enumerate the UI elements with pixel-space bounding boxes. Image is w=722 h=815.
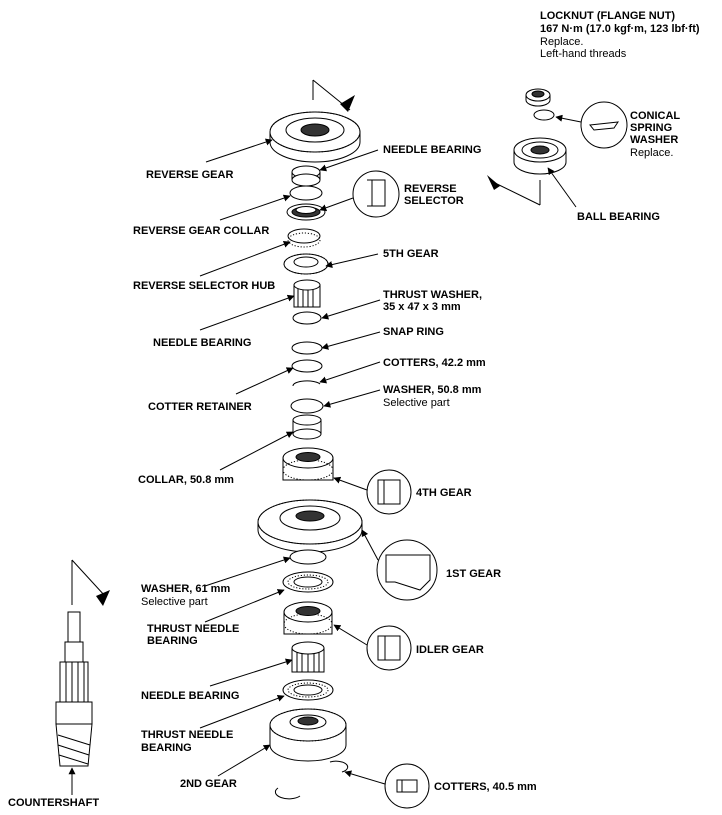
locknut <box>525 88 551 107</box>
fourth-gear <box>282 447 334 481</box>
label-cotters-42: COTTERS, 42.2 mm <box>383 357 486 369</box>
thrust-needle-bearing-upper <box>282 571 334 593</box>
label-thrust-needle-1a: THRUST NEEDLE <box>147 623 239 635</box>
cotters-40-5-right <box>329 760 349 773</box>
label-washer-61-selective: Selective part <box>141 596 208 608</box>
label-thrust-needle-1b: BEARING <box>147 635 198 647</box>
reverse-gear <box>269 111 361 163</box>
label-washer-61: WASHER, 61 mm <box>141 583 230 595</box>
callout-4th-gear <box>333 469 412 515</box>
label-needle-bearing-low: NEEDLE BEARING <box>141 690 239 702</box>
needle-bearing-low <box>291 641 325 673</box>
label-needle-bearing-mid: NEEDLE BEARING <box>153 337 251 349</box>
leader-lines <box>68 138 577 795</box>
label-fifth-gear: 5TH GEAR <box>383 248 439 260</box>
needle-bearing-mid <box>293 279 321 308</box>
label-reverse-selector-1: REVERSE <box>404 183 457 195</box>
label-locknut-title: LOCKNUT (FLANGE NUT) <box>540 10 675 22</box>
label-cotters-40-5: COTTERS, 40.5 mm <box>434 781 537 793</box>
fifth-gear <box>283 253 329 275</box>
countershaft-part <box>55 559 110 767</box>
label-washer-50-8-selective: Selective part <box>383 397 450 409</box>
idler-gear <box>283 601 333 635</box>
label-snap-ring: SNAP RING <box>383 326 444 338</box>
label-conical-3: WASHER <box>630 134 678 146</box>
label-first-gear: 1ST GEAR <box>446 568 501 580</box>
cotters-42 <box>292 380 321 387</box>
labels: LOCKNUT (FLANGE NUT) 167 N·m (17.0 kgf·m… <box>8 10 700 809</box>
label-conical-1: CONICAL <box>630 110 680 122</box>
axis-arrow-right <box>487 175 541 206</box>
thrust-needle-bearing-lower <box>282 679 334 701</box>
label-thrust-washer-1: THRUST WASHER, <box>383 289 482 301</box>
label-needle-bearing-top: NEEDLE BEARING <box>383 144 481 156</box>
thrust-washer <box>292 311 322 325</box>
label-countershaft: COUNTERSHAFT <box>8 797 99 809</box>
washer-50-8 <box>290 398 324 414</box>
callout-reverse-selector <box>319 170 400 218</box>
label-fourth-gear: 4TH GEAR <box>416 487 472 499</box>
cotter-retainer <box>291 359 323 373</box>
label-thrust-needle-2b: BEARING <box>141 742 192 754</box>
ball-bearing <box>513 137 567 175</box>
label-conical-replace: Replace. <box>630 147 673 159</box>
label-locknut-torque: 167 N·m (17.0 kgf·m, 123 lbf·ft) <box>540 23 700 35</box>
callout-1st-gear <box>361 529 438 601</box>
label-reverse-selector-2: SELECTOR <box>404 195 464 207</box>
label-second-gear: 2ND GEAR <box>180 778 237 790</box>
callout-idler-gear <box>333 624 412 671</box>
label-reverse-selector-hub: REVERSE SELECTOR HUB <box>133 280 275 292</box>
callout-conical-washer <box>555 101 628 149</box>
snap-ring <box>291 341 323 355</box>
first-gear <box>257 499 363 553</box>
label-locknut-threads: Left-hand threads <box>540 48 627 60</box>
label-reverse-gear-collar: REVERSE GEAR COLLAR <box>133 225 269 237</box>
label-washer-50-8: WASHER, 50.8 mm <box>383 384 482 396</box>
label-collar-50-8: COLLAR, 50.8 mm <box>138 474 234 486</box>
reverse-selector-hub <box>287 228 321 248</box>
label-locknut-replace: Replace. <box>540 36 583 48</box>
label-thrust-washer-2: 35 x 47 x 3 mm <box>383 301 461 313</box>
label-ball-bearing: BALL BEARING <box>577 211 660 223</box>
label-cotter-retainer: COTTER RETAINER <box>148 401 252 413</box>
second-gear <box>269 708 347 762</box>
axis-arrow-top <box>312 79 355 112</box>
conical-spring-washer-part <box>533 109 555 121</box>
reverse-selector <box>286 203 326 221</box>
label-thrust-needle-2a: THRUST NEEDLE <box>141 729 233 741</box>
reverse-gear-collar <box>289 185 323 201</box>
needle-bearing-top <box>291 165 321 187</box>
label-idler-gear: IDLER GEAR <box>416 644 484 656</box>
callout-cotters-40-5 <box>344 763 430 809</box>
collar-50-8 <box>292 414 322 440</box>
washer-61 <box>289 549 327 565</box>
label-conical-2: SPRING <box>630 122 672 134</box>
label-reverse-gear: REVERSE GEAR <box>146 169 233 181</box>
cotters-40-5-left <box>274 787 301 800</box>
